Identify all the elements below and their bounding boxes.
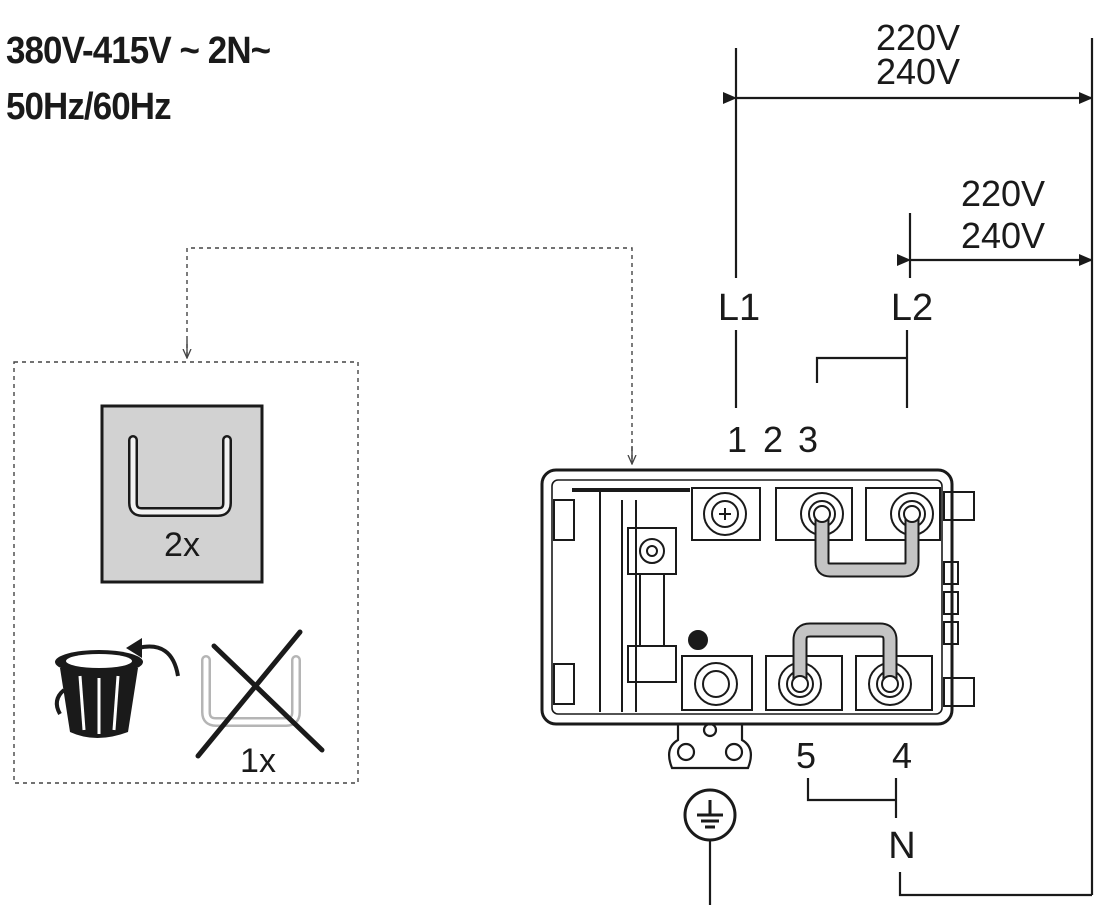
lower-bridge-link: [791, 622, 899, 693]
terminal-1-label: 1: [727, 419, 747, 460]
accessory-box: 2x 1x: [13, 361, 359, 784]
right-mounting-clips: [943, 491, 975, 707]
terminal-5-label: 5: [796, 735, 816, 776]
terminal-2-label: 2: [763, 419, 783, 460]
earth-terminal[interactable]: [681, 630, 753, 711]
n-lower-wire: [898, 872, 1092, 897]
inner-voltage-label-top: 220V: [961, 173, 1045, 214]
outer-voltage-label-top: 220V: [876, 17, 960, 58]
outer-voltage-label-bottom: 240V: [876, 51, 960, 92]
cross-out-icon: [195, 629, 325, 759]
n-bridge-jumper: [806, 778, 896, 802]
phase-l1-label: L1: [718, 287, 760, 329]
earth-ground-icon: [683, 788, 737, 842]
bridge-count-label: 2x: [164, 526, 200, 564]
bridge-link-icon: [128, 435, 232, 517]
left-mounting-clips: [553, 490, 637, 712]
supply-wiring: [708, 38, 1094, 905]
trash-bin-icon: [54, 638, 180, 738]
earth-lug: [667, 722, 753, 770]
neutral-label: N: [888, 825, 915, 867]
bridge-links-panel: 2x: [100, 404, 264, 584]
terminal-4-label: 4: [892, 735, 912, 776]
upper-bridge-link: [813, 505, 921, 578]
inner-voltage-label-bottom: 240V: [961, 215, 1045, 256]
spec-frequency: 50Hz/60Hz: [6, 86, 172, 128]
phase-l2-label: L2: [891, 287, 933, 329]
discard-count-label: 1x: [240, 742, 276, 780]
accessory-link-dashed-line: [186, 247, 633, 462]
terminal-3-label: 3: [798, 419, 818, 460]
spec-voltage: 380V-415V ~ 2N~: [6, 30, 271, 72]
fuse-holder: [627, 527, 677, 683]
terminal-block: [540, 468, 975, 726]
terminal-1[interactable]: [691, 487, 761, 541]
l2-bridge-jumper: [815, 356, 907, 383]
